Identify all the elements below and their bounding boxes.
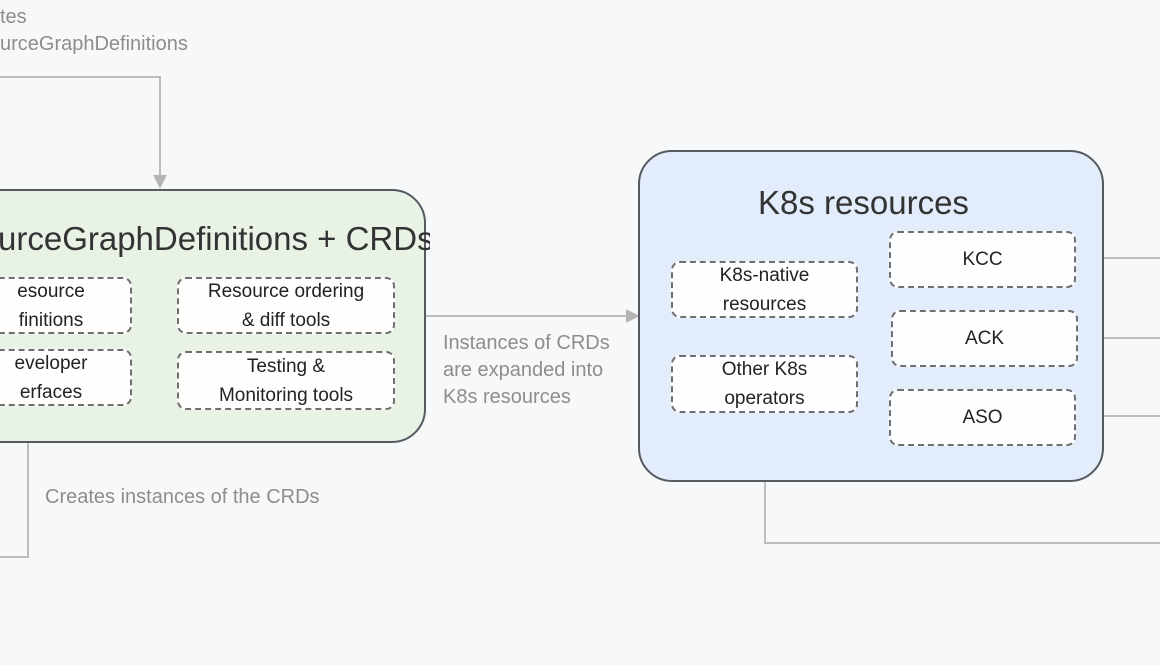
- arrow-creates-rgd: [0, 76, 167, 189]
- annotation-expanded-into: Instances of CRDs are expanded into K8s …: [443, 332, 610, 408]
- annotation-creates-rgd: tes urceGraphDefinitions: [0, 6, 188, 55]
- left-panel-clip: urceGraphDefinitions + CRDs esource fini…: [0, 0, 430, 450]
- k8s-resources-title: K8s resources: [758, 184, 969, 221]
- box-testing-monitoring: Testing & Monitoring tools: [177, 351, 395, 410]
- box-kcc: KCC: [889, 231, 1076, 288]
- box-other-operators: Other K8s operators: [671, 355, 858, 413]
- annotation-creates-instances: Creates instances of the CRDs: [45, 486, 320, 508]
- resource-graph-panel-title: urceGraphDefinitions + CRDs: [0, 220, 430, 257]
- box-ack: ACK: [891, 310, 1078, 367]
- box-resource-ordering: Resource ordering & diff tools: [177, 277, 395, 334]
- box-aso: ASO: [889, 389, 1076, 446]
- box-resource-definitions: esource finitions: [0, 277, 132, 334]
- box-k8s-native: K8s-native resources: [671, 261, 858, 318]
- box-developer-interfaces: eveloper erfaces: [0, 349, 132, 406]
- arrow-creates-instances: [0, 401, 35, 558]
